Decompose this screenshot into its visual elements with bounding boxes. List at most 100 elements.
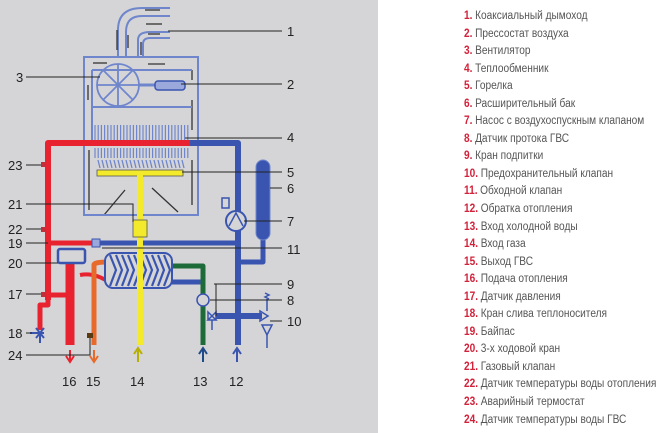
sensors [41,162,93,338]
legend-text: Коаксиальный дымоход [475,10,588,22]
callout-19: 19 [8,236,22,251]
legend-number: 7. [464,115,473,128]
legend-number: 1. [464,10,473,22]
pump [221,197,247,232]
legend-number: 15. [464,255,479,268]
callout-24: 24 [8,348,22,363]
legend-item: 9.Кран подпитки [464,148,656,166]
legend-text: Байпас [480,325,515,338]
callout-12: 12 [229,374,243,389]
bypass-valve [91,238,101,248]
flame [101,159,105,169]
callout-6: 6 [287,181,294,196]
coaxial-flue [117,7,170,57]
legend-number: 4. [464,62,473,75]
legend-item: 1.Коаксиальный дымоход [464,8,656,26]
legend-item: 16.Подача отопления [464,271,656,289]
flame [97,159,101,169]
legend-text: Вход газа [480,238,526,251]
legend-text: Насос с воздухоспускным клапаном [475,115,645,128]
legend-number: 9. [464,150,473,163]
callout-1: 1 [287,24,294,39]
callout-2: 2 [287,77,294,92]
boiler-diagram: /* fins drawn below */ [0,0,378,433]
gas-line [96,159,185,345]
coil-turn [150,254,160,287]
legend-item: 22.Датчик температуры воды отопления [464,376,656,394]
coil-turn [156,254,166,287]
legend-item: 10.Предохранительный клапан [464,166,656,184]
dhw-heat-exchanger [104,252,173,289]
flame [145,159,149,169]
callout-8: 8 [287,293,294,308]
coil-turn [120,254,130,287]
heating-circuit [37,140,266,345]
flame [129,159,133,169]
legend-text: Теплообменник [475,62,549,75]
coil-turn [144,254,154,287]
flame [109,159,113,169]
flame [125,159,129,169]
flame [117,159,121,169]
legend-item: 17.Датчик давления [464,289,656,307]
legend-number: 6. [464,97,473,110]
legend-item: 23.Аварийный термостат [464,394,656,412]
legend-number: 10. [464,167,479,180]
legend-item: 19.Байпас [464,324,656,342]
legend-item: 15.Выход ГВС [464,254,656,272]
flame [137,159,141,169]
callout-3: 3 [16,70,23,85]
legend-text: Датчик давления [480,290,561,303]
callout-21: 21 [8,197,22,212]
callout-11: 11 [287,242,301,257]
legend-number: 3. [464,45,473,58]
callout-23: 23 [8,158,22,173]
legend-number: 14. [464,238,479,251]
callout-numbers: 1 2 3 4 5 6 7 8 9 10 11 12 13 14 15 16 1… [8,24,301,389]
legend-number: 23. [464,396,479,409]
legend-item: 21.Газовый клапан [464,359,656,377]
legend-number: 11. [464,185,478,198]
legend-text: Прессостат воздуха [475,27,569,40]
legend-number: 16. [464,273,479,286]
callout-10: 10 [287,314,301,329]
legend-text: Выход ГВС [480,255,534,268]
legend-item: 20.3-х ходовой кран [464,341,656,359]
flame [157,159,161,169]
legend-text: Аварийный термостат [480,396,585,409]
legend-number: 20. [464,343,479,356]
flame [181,159,185,169]
legend-text: Кран слива теплоносителя [480,308,607,321]
legend-item: 24.Датчик температуры воды ГВС [464,412,656,430]
legend-item: 8.Датчик протока ГВС [464,131,656,149]
legend-number: 17. [464,290,479,303]
coil-turn [162,254,172,287]
flame [177,159,181,169]
callout-14: 14 [130,374,144,389]
legend-text: Предохранительный клапан [480,167,614,180]
leader-lines [26,30,282,356]
legend-item: 11.Обходной клапан [464,183,656,201]
callout-13: 13 [193,374,207,389]
gas-valve [132,219,148,238]
drain-tap [30,327,45,343]
legend-number: 19. [464,325,479,338]
heat-exchanger [94,125,189,158]
flame [169,159,173,169]
legend-text: Подача отопления [480,273,568,286]
legend-number: 22. [464,378,479,391]
legend-text: Расширительный бак [475,97,576,110]
air-pressostat [154,80,186,91]
legend-text: Вход холодной воды [480,220,578,233]
flow-arrows [87,9,193,216]
legend-text: Кран подпитки [475,150,544,163]
legend-text: Датчик температуры воды отопления [480,378,657,391]
callout-16: 16 [62,374,76,389]
flame [165,159,169,169]
fan [96,63,155,107]
legend-item: 3.Вентилятор [464,43,656,61]
legend-number: 18. [464,308,479,321]
callout-18: 18 [8,326,22,341]
connection-arrows [65,346,242,364]
